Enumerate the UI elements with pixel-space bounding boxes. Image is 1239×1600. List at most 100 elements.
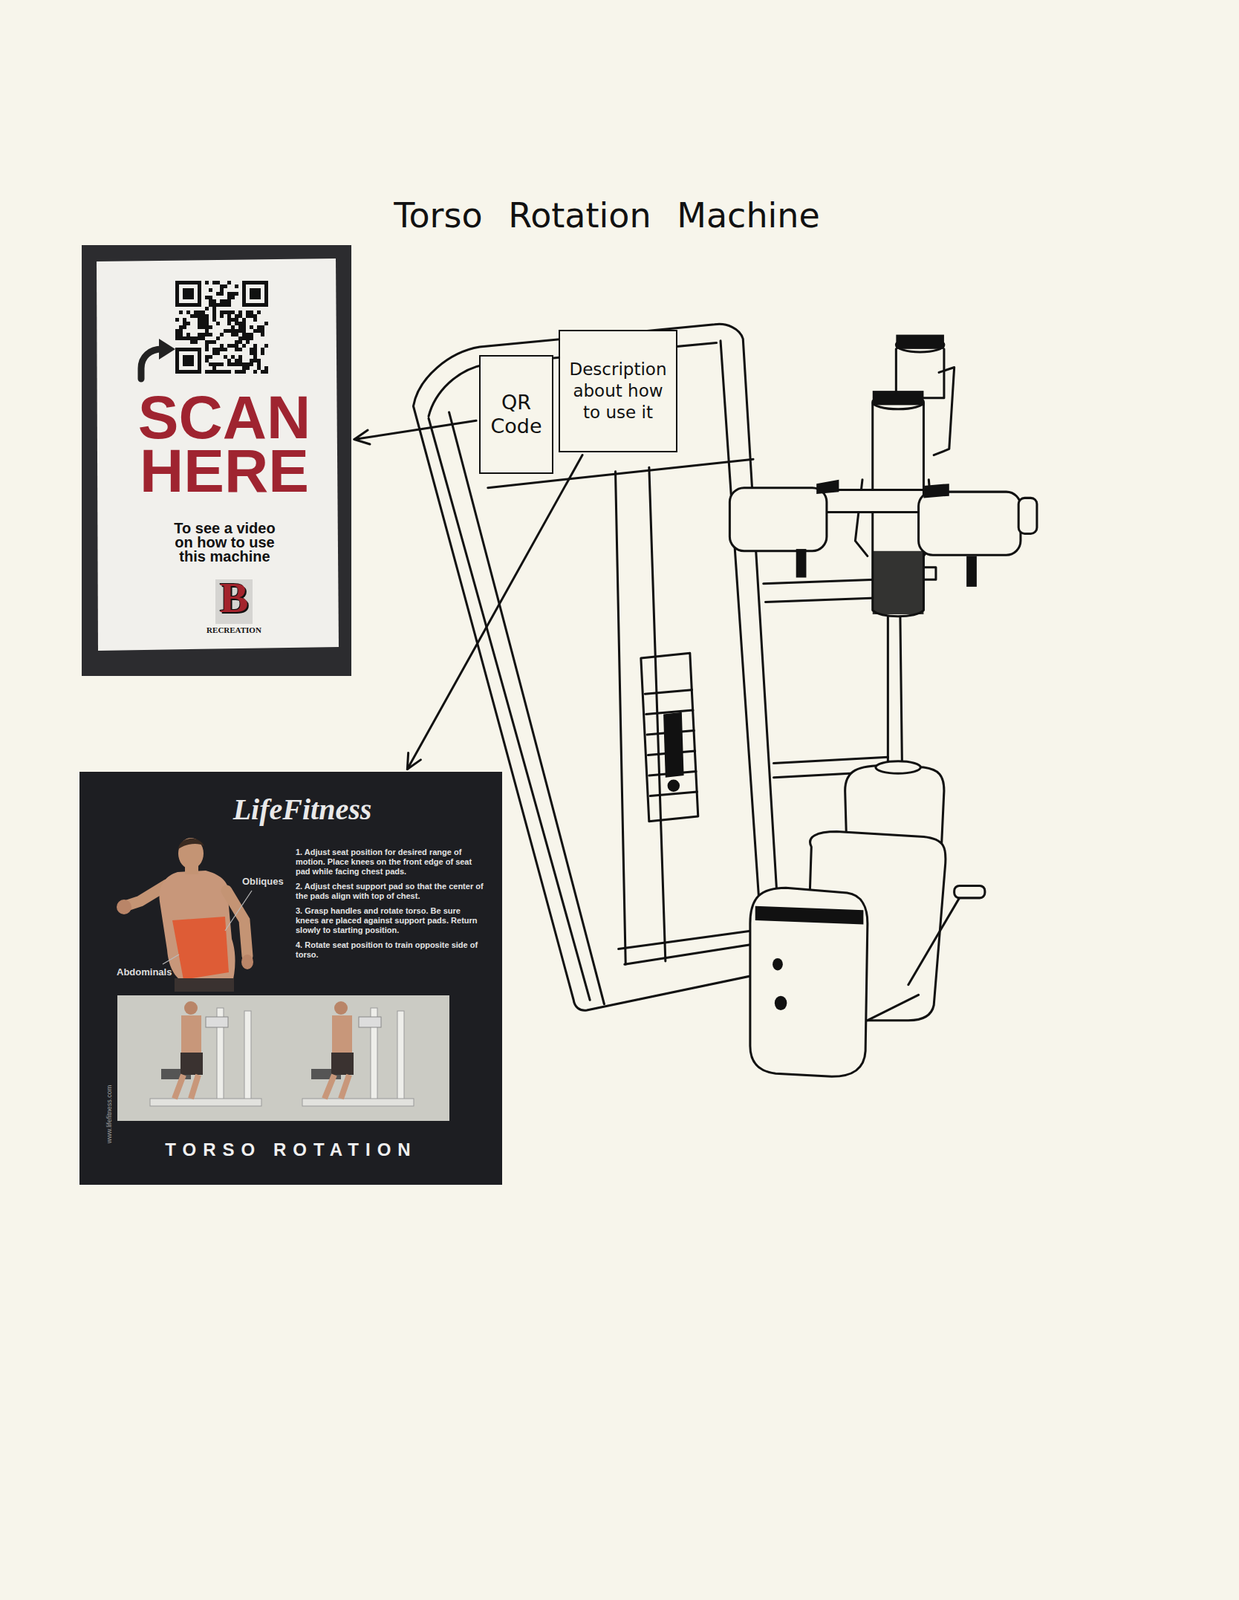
qr-module [238, 329, 243, 333]
qr-module [175, 332, 180, 337]
qr-module [260, 325, 265, 330]
qr-module [223, 299, 228, 304]
exercise-photo-strip [180, 1052, 203, 1075]
qr-module [182, 321, 187, 326]
diagram-title: Torso Rotation Machine [0, 194, 1214, 237]
website: www.lifefitness.com [104, 1069, 114, 1159]
qr-module [234, 291, 239, 296]
qr-module [219, 284, 224, 289]
qr-module [179, 329, 183, 333]
qr-module [227, 358, 232, 363]
qr-module [193, 314, 198, 318]
sign-box: Description about how to use it [558, 329, 678, 453]
qr-module [193, 336, 198, 341]
qr-module [249, 314, 254, 318]
seat [750, 887, 868, 1077]
rotation-arm [729, 335, 1037, 617]
qr-module [223, 355, 228, 359]
qr-module [201, 332, 206, 337]
muscle-figure [174, 978, 234, 992]
qr-module [197, 310, 202, 315]
box-label: Description about how to use it [566, 358, 671, 424]
qr-module [238, 336, 243, 341]
qr-module [216, 362, 220, 367]
exercise-photo-strip [334, 1001, 348, 1015]
qr-module [197, 317, 202, 322]
qr-module [190, 340, 194, 344]
instruction-placard-photo: LifeFitnessObliquesAbdominals1. Adjust s… [79, 771, 503, 1185]
machine-tower [618, 930, 754, 950]
qr-module [257, 325, 261, 330]
qr-module [205, 317, 209, 322]
qr-module [253, 347, 258, 352]
qr-module [234, 314, 239, 318]
qr-module [186, 336, 191, 341]
qr-module [216, 321, 220, 326]
qr-module [208, 369, 213, 374]
qr-module [216, 291, 220, 296]
qr-module [245, 332, 250, 337]
qr-code [175, 280, 269, 374]
qr-module [193, 340, 198, 344]
qr-module [242, 336, 246, 341]
qr-module [212, 310, 217, 315]
qr-module [193, 310, 198, 315]
qr-module [208, 362, 213, 367]
qr-module [223, 310, 228, 315]
qr-module [197, 332, 202, 337]
qr-module [212, 280, 217, 285]
qr-sign-art [96, 258, 339, 651]
machine-tower [615, 471, 627, 965]
qr-module [253, 343, 258, 348]
qr-module [238, 355, 243, 359]
qr-module [234, 343, 239, 348]
qr-module [216, 303, 220, 307]
qr-module [219, 299, 224, 304]
qr-module [234, 332, 239, 337]
qr-module [219, 310, 224, 315]
qr-module [219, 332, 224, 337]
exercise-photo-strip [397, 1010, 405, 1105]
qr-module [223, 329, 228, 333]
qr-module [245, 284, 265, 304]
rotation-arm [923, 567, 936, 580]
qr-module [245, 314, 250, 318]
exercise-photo-strip [332, 1015, 353, 1055]
qr-module [182, 317, 187, 322]
qr-module [260, 369, 265, 374]
qr-module [227, 317, 232, 322]
exercise-photo-strip [244, 1010, 252, 1105]
qr-module [234, 329, 239, 333]
exercise-photo-strip [150, 1098, 262, 1107]
qr-module [201, 336, 206, 341]
qr-module [186, 321, 191, 326]
qr-module [227, 329, 232, 333]
sign-box: QR Code [479, 355, 554, 474]
qr-module [253, 351, 258, 356]
qr-module [260, 332, 265, 337]
box-label: QR Code [486, 390, 546, 439]
qr-module [231, 343, 235, 348]
qr-module [253, 369, 258, 374]
qr-module [238, 310, 243, 315]
qr-module [234, 347, 239, 352]
muscle-figure [116, 899, 132, 915]
weight-stack [644, 690, 697, 797]
qr-module [182, 336, 187, 341]
rotation-arm [895, 335, 945, 350]
qr-module [234, 362, 239, 367]
rotation-arm [966, 556, 977, 587]
rotation-arm [918, 491, 1021, 555]
qr-module [234, 340, 239, 344]
qr-module [216, 280, 220, 285]
qr-module [249, 310, 254, 315]
rotation-arm [816, 489, 924, 512]
qr-module [182, 288, 194, 300]
qr-module [216, 351, 220, 356]
exercise-photo-strip [181, 1015, 202, 1055]
qr-module [201, 314, 206, 318]
qr-module [242, 317, 246, 322]
seat [875, 761, 921, 774]
qr-module [264, 321, 269, 326]
qr-module [231, 295, 235, 300]
